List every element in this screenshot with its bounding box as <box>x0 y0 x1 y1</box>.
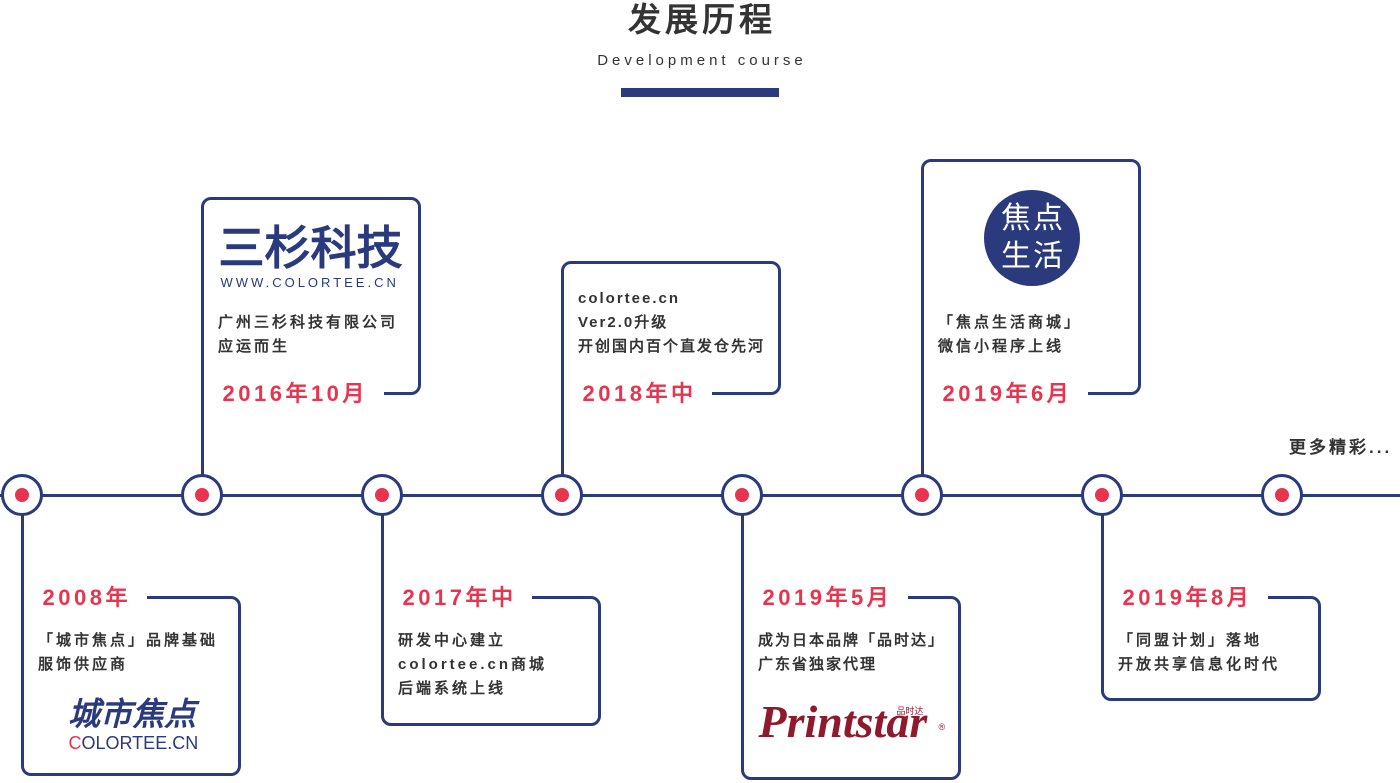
card-date: 2016年10月 <box>203 380 384 407</box>
timeline-node <box>181 474 223 516</box>
timeline-node-dot <box>1095 488 1109 502</box>
card-date: 2019年8月 <box>1103 584 1269 611</box>
timeline-node <box>1081 474 1123 516</box>
timeline-card-2016: 三杉科技 WWW.COLORTEE.CN 广州三杉科技有限公司 应运而生 201… <box>200 197 421 407</box>
card-text-line: 应运而生 <box>218 338 291 355</box>
card-text: colortee.cn Ver2.0升级 开创国内百个直发仓先河 <box>578 287 765 359</box>
section-subtitle: Development course <box>597 52 807 69</box>
card-date: 2019年5月 <box>743 584 909 611</box>
registered-mark-icon: ® <box>938 722 946 732</box>
timeline-node <box>361 474 403 516</box>
title-underline-bar <box>621 88 779 97</box>
section-title: 发展历程 <box>628 1 776 38</box>
card-text-line: colortee.cn <box>578 290 681 307</box>
printstar-logo-wordmark: Printstar <box>758 696 928 747</box>
card-text: 「同盟计划」落地 开放共享信息化时代 <box>1118 629 1280 677</box>
card-text: 广州三杉科技有限公司 应运而生 <box>218 311 398 359</box>
logo-line: 生活 <box>1001 239 1065 274</box>
timeline-card-2019-august: 2019年8月 「同盟计划」落地 开放共享信息化时代 <box>1100 584 1321 701</box>
more-link[interactable]: 更多精彩... <box>1289 438 1393 457</box>
card-text: 研发中心建立 colortee.cn商城 后端系统上线 <box>398 629 547 701</box>
timeline-node-dot <box>555 488 569 502</box>
printstar-logo-chinese: 品时达 <box>896 706 924 716</box>
jiaodian-shenghuo-logo: 焦点 生活 <box>984 190 1080 286</box>
card-text: 「焦点生活商城」 微信小程序上线 <box>938 311 1082 359</box>
timeline-node-dot <box>195 488 209 502</box>
timeline-node <box>721 474 763 516</box>
sanshan-logo-url: WWW.COLORTEE.CN <box>220 275 399 290</box>
timeline-node-dot <box>735 488 749 502</box>
card-text-line: colortee.cn商城 <box>398 656 548 673</box>
timeline-card-2008: 2008年 「城市焦点」品牌基础 服饰供应商 城市焦点 COLORTEE.CN <box>20 584 241 776</box>
timeline-node-dot <box>375 488 389 502</box>
card-text-line: 广州三杉科技有限公司 <box>218 314 399 331</box>
card-text-line: 广东省独家代理 <box>758 656 878 673</box>
card-text-line: 「城市焦点」品牌基础 <box>38 632 219 649</box>
sanshan-logo-wordmark: 三杉科技 <box>218 222 403 274</box>
timeline-node <box>901 474 943 516</box>
timeline-node <box>1261 474 1303 516</box>
card-text: 「城市焦点」品牌基础 服饰供应商 <box>38 629 218 677</box>
card-text-line: 「焦点生活商城」 <box>938 314 1083 331</box>
card-text-line: 成为日本品牌「品时达」 <box>758 632 946 649</box>
timeline-node <box>1 474 43 516</box>
card-text-line: 研发中心建立 <box>398 632 507 649</box>
card-text-line: 开创国内百个直发仓先河 <box>578 338 766 355</box>
card-date: 2019年6月 <box>923 380 1089 407</box>
card-date: 2008年 <box>23 584 147 611</box>
logo-line: 焦点 <box>1001 201 1065 236</box>
timeline-card-2018: colortee.cn Ver2.0升级 开创国内百个直发仓先河 2018年中 <box>560 261 781 407</box>
card-text-line: 微信小程序上线 <box>938 338 1065 355</box>
chengshi-jiaodian-logo-url: COLORTEE.CN <box>68 733 199 753</box>
card-date: 2017年中 <box>383 584 533 611</box>
timeline-node-dot <box>15 488 29 502</box>
timeline-card-2019-may: 2019年5月 成为日本品牌「品时达」 广东省独家代理 Printstar 品时… <box>740 584 961 780</box>
card-text-line: 后端系统上线 <box>398 680 507 697</box>
card-text-line: Ver2.0升级 <box>578 314 669 331</box>
card-text-line: 开放共享信息化时代 <box>1118 656 1281 673</box>
timeline-axis <box>0 493 1400 497</box>
timeline-node-dot <box>915 488 929 502</box>
timeline-card-2019-june: 焦点 生活 「焦点生活商城」 微信小程序上线 2019年6月 <box>920 159 1141 407</box>
timeline-connector <box>1100 495 1104 690</box>
card-text-line: 服饰供应商 <box>38 656 129 673</box>
card-date: 2018年中 <box>563 380 713 407</box>
chengshi-jiaodian-logo-wordmark: 城市焦点 <box>68 696 197 732</box>
timeline-card-2017: 2017年中 研发中心建立 colortee.cn商城 后端系统上线 <box>380 584 601 726</box>
timeline-node <box>541 474 583 516</box>
card-text-line: 「同盟计划」落地 <box>1118 632 1263 649</box>
timeline-node-dot <box>1275 488 1289 502</box>
card-text: 成为日本品牌「品时达」 广东省独家代理 <box>758 629 945 677</box>
